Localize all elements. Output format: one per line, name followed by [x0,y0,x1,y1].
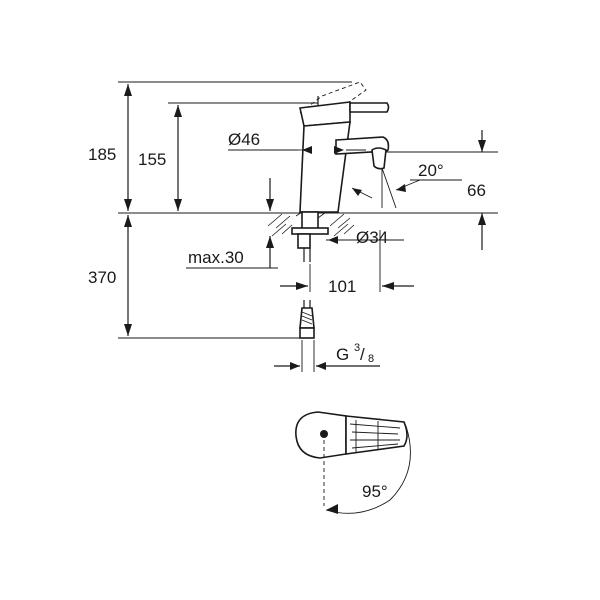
dim-66 [478,130,486,250]
faucet-side-view [291,81,390,339]
dim-diameter46 [228,146,366,154]
dim-155-label: 155 [138,150,166,169]
dim-diameter46-label: Ø46 [228,130,260,149]
dim-370-label: 370 [88,268,116,287]
dim-angle-20 [381,167,462,209]
dim-max30-label: max.30 [188,248,244,267]
dim-thread-label: G [336,345,349,364]
dim-185 [124,84,132,211]
dim-thread-numerator: 3 [354,342,360,354]
dim-thread [274,340,380,372]
dim-diameter34-label: Ø34 [356,228,388,247]
dim-155 [174,105,182,211]
dim-diameter34 [326,236,404,244]
dim-max30 [186,178,278,269]
dim-101 [280,230,414,292]
dim-thread-slash: / [360,345,365,364]
dim-swivel-label: 95° [362,482,388,501]
faucet-top-view [295,411,411,514]
dim-370 [124,215,132,336]
dim-101-label: 101 [328,277,356,296]
dim-thread-denominator: 8 [368,353,374,365]
deck-hatching [267,211,355,237]
dim-angle-20-label: 20° [418,161,444,180]
dim-66-label: 66 [467,181,486,200]
dim-185-label: 185 [88,145,116,164]
